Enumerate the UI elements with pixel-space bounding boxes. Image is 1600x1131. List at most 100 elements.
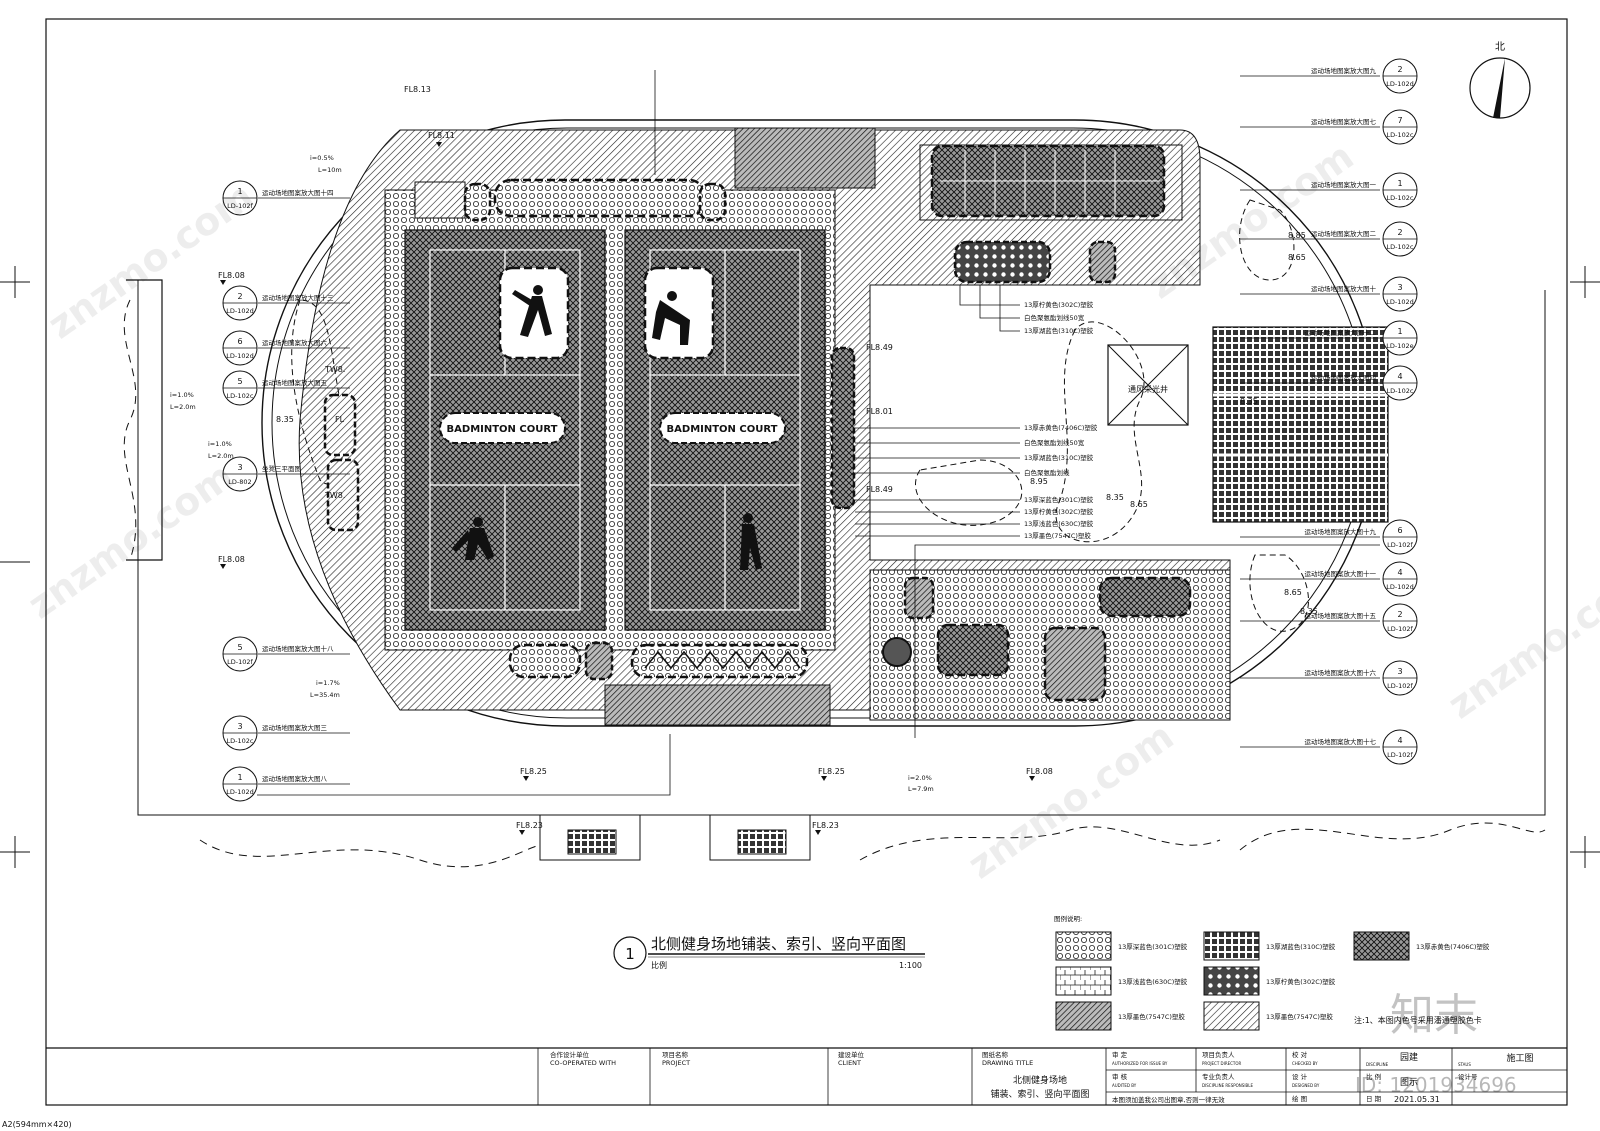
index-callout: 5LD-102f 运动场地图案放大图十八 — [222, 636, 350, 672]
legend-item: 13厚浅蓝色(630C)塑胶 — [1055, 966, 1188, 996]
svg-text:L=7.9m: L=7.9m — [908, 785, 934, 793]
callout-label: 运动场地图案放大图十一 — [1305, 569, 1377, 578]
svg-text:FL8.08: FL8.08 — [1026, 767, 1053, 776]
callout-number: 3 — [1397, 283, 1402, 292]
svg-text:L=35.4m: L=35.4m — [310, 691, 340, 699]
callout-number: 1 — [237, 187, 242, 196]
callout-label: 运动场地图案放大图十八 — [262, 644, 334, 653]
callout-sheet: LD-102f — [227, 658, 253, 666]
callout-number: 4 — [1397, 736, 1402, 745]
drawing-frame — [45, 18, 1568, 1106]
title-block — [46, 1047, 1567, 1105]
scale-value: 1:100 — [899, 961, 922, 970]
callout-number: 4 — [1397, 568, 1402, 577]
callout-sheet: LD-102d — [226, 352, 254, 360]
drain-grate — [567, 829, 617, 855]
callout-sheet: LD-102c — [1387, 194, 1414, 202]
callout-number: 6 — [1397, 526, 1402, 535]
scale-label: 比例 — [651, 960, 667, 970]
callout-label: 运动场地图案放大图十九 — [1305, 527, 1377, 536]
svg-text:i=2.0%: i=2.0% — [908, 774, 932, 782]
callout-sheet: LD-102f — [1387, 751, 1413, 759]
svg-text:8.85: 8.85 — [1288, 231, 1306, 240]
svg-text:设 计: 设 计 — [1292, 1072, 1308, 1081]
callout-sheet: LD-102d — [1386, 583, 1414, 591]
callout-label: 运动场地图案放大图十六 — [1305, 668, 1377, 677]
material-note: 13厚柠黄色(302C)塑胶 — [1024, 507, 1094, 516]
svg-text:DRAWING TITLE: DRAWING TITLE — [982, 1059, 1033, 1067]
callout-sheet: LD-102d — [226, 307, 254, 315]
elevation-labels: FL8.13 FL8.11 FL8.08 FL8.08 FL8.25 FL8.2… — [218, 85, 1318, 830]
svg-text:STAUS: STAUS — [1458, 1062, 1471, 1067]
svg-text:i=1.7%: i=1.7% — [316, 679, 340, 687]
callout-label: 运动场地图案放大图五 — [262, 378, 328, 387]
court-label-left: BADMINTON COURT — [447, 424, 558, 435]
svg-text:FL8.08: FL8.08 — [218, 271, 245, 280]
callout-label: 运动场地图案放大图六 — [262, 338, 328, 347]
legend-item: 13厚深蓝色(301C)塑胶 — [1055, 931, 1188, 961]
svg-text:FL8.25: FL8.25 — [818, 767, 845, 776]
callout-number: 3 — [237, 722, 242, 731]
sheet-size: A2(594mm×420) — [2, 1120, 72, 1129]
svg-text:图示: 图示 — [1400, 1077, 1418, 1088]
svg-text:DISCIPLINE RESPONSIBLE: DISCIPLINE RESPONSIBLE — [1202, 1083, 1253, 1088]
callout-label: 运动场地图案放大图十二 — [1305, 328, 1377, 337]
svg-text:CHECKED BY: CHECKED BY — [1292, 1061, 1318, 1066]
left-callout-list: 1LD-102f运动场地图案放大图十四2LD-102d运动场地图案放大图十三6L… — [222, 180, 350, 802]
legend-label: 13厚墨色(7547C)塑胶 — [1266, 1012, 1333, 1021]
svg-text:FL8.01: FL8.01 — [866, 407, 893, 416]
callout-label: 运动场地图案放大图十四 — [262, 188, 334, 197]
callout-number: 7 — [1397, 116, 1402, 125]
callout-number: 5 — [237, 643, 242, 652]
watermark-brand: 知末 — [1390, 990, 1478, 1041]
svg-text:CO-OPERATED WITH: CO-OPERATED WITH — [550, 1059, 616, 1067]
material-notes-mid: 13厚赤黄色(7406C)塑胶白色聚氨酯划线50宽13厚湖蓝色(310C)塑胶白… — [1024, 423, 1098, 540]
svg-text:北侧健身场地: 北侧健身场地 — [1013, 1074, 1067, 1086]
svg-text:L=10m: L=10m — [318, 166, 342, 174]
vent-label: 通风采光井 — [1128, 384, 1168, 394]
svg-text:TW8.: TW8. — [324, 491, 345, 500]
callout-sheet: LD-102d — [226, 788, 254, 796]
svg-text:FL: FL — [335, 415, 345, 424]
callout-label: 运动场地图案放大图十七 — [1305, 737, 1377, 746]
drawing-number: 1 — [625, 945, 635, 963]
index-callout: 4LD-102f 运动场地图案放大图十七 — [1240, 729, 1418, 765]
legend-item: 13厚湖蓝色(310C)塑胶 — [1203, 931, 1336, 961]
svg-text:TW8.: TW8. — [324, 365, 345, 374]
legend-label: 13厚柠黄色(302C)塑胶 — [1266, 977, 1336, 986]
material-note: 13厚赤黄色(7406C)塑胶 — [1024, 423, 1098, 432]
svg-text:8.35: 8.35 — [276, 415, 294, 424]
svg-text:项目名称: 项目名称 — [662, 1050, 689, 1059]
title-block-text: 合作设计单位 CO-OPERATED WITH 项目名称 PROJECT 建设单… — [550, 1050, 1534, 1104]
svg-text:8.35: 8.35 — [1240, 397, 1258, 406]
svg-text:AUTHORIZED FOR ISSUE BY: AUTHORIZED FOR ISSUE BY — [1112, 1061, 1168, 1066]
svg-text:2021.05.31: 2021.05.31 — [1394, 1095, 1440, 1104]
callout-number: 2 — [1397, 610, 1402, 619]
material-note: 白色聚氨酯划线 — [1024, 468, 1070, 477]
svg-text:L=2.0m: L=2.0m — [208, 452, 234, 460]
legend-swatch — [1055, 1001, 1112, 1031]
material-note: 13厚浅蓝色(630C)塑胶 — [1024, 519, 1094, 528]
svg-text:FL8.08: FL8.08 — [218, 555, 245, 564]
callout-number: 2 — [1397, 228, 1402, 237]
right-callout-list: 2LD-102d运动场地图案放大图九7LD-102c运动场地图案放大图七1LD-… — [1240, 58, 1418, 765]
svg-text:日 期: 日 期 — [1366, 1095, 1382, 1103]
svg-text:DISCIPLINE: DISCIPLINE — [1366, 1062, 1389, 1067]
player-silhouette — [452, 285, 762, 570]
callout-number: 1 — [1397, 179, 1402, 188]
callout-sheet: LD-102f — [227, 202, 253, 210]
material-note: 白色聚氨酯划线50宽 — [1024, 313, 1085, 322]
legend-item: 13厚墨色(7547C)塑胶 — [1055, 1001, 1185, 1031]
